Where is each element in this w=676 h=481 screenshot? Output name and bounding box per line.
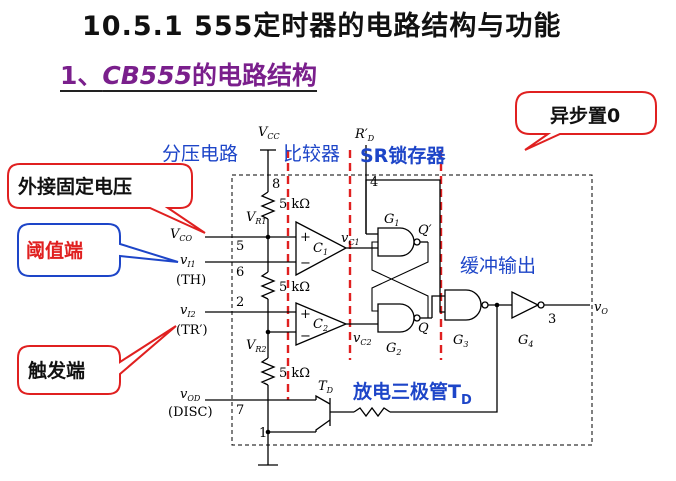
vr2-label: VR2 <box>246 338 267 354</box>
buffer-g4 <box>511 290 540 320</box>
callout-external-voltage <box>7 163 206 234</box>
callout-threshold-text: 阈值端 <box>26 239 83 262</box>
section-subtitle: 1、CB555的电路结构 <box>60 56 317 92</box>
nand-gate-g3 <box>444 289 482 321</box>
resistor-1 <box>260 191 276 220</box>
g2-label: G2 <box>386 341 401 357</box>
subtitle-prefix: 1、 <box>60 61 103 90</box>
pin-4-label: 4 <box>370 175 378 190</box>
subtitle-chip-name: CB555 <box>102 61 192 90</box>
nand-gate-g2 <box>377 303 415 333</box>
pin-6-label: 6 <box>236 265 244 280</box>
pin-7-label: 7 <box>236 403 244 418</box>
vod-label: vOD <box>180 387 201 403</box>
vo-label: vO <box>594 300 608 316</box>
g4-label: G4 <box>518 333 533 349</box>
vc1-label: vC1 <box>341 231 360 247</box>
callout-async-reset <box>515 91 657 151</box>
c1-label: C1 <box>313 241 328 257</box>
td-label: TD <box>318 379 334 395</box>
section-buffer-label: 缓冲输出 <box>460 255 536 277</box>
resistor-2 <box>260 271 276 300</box>
callout-external-voltage-text: 外接固定电压 <box>18 175 132 198</box>
tr-label: (TR′) <box>176 323 208 338</box>
discharge-resistor <box>353 406 391 418</box>
callout-threshold <box>17 223 179 277</box>
pin-2-label: 2 <box>236 295 244 310</box>
page-title: 10.5.1 555定时器的电路结构与功能 <box>82 11 562 42</box>
c2-minus: − <box>300 329 311 344</box>
vcc-label: VCC <box>258 125 280 141</box>
section-discharge-label: 放电三极管TD <box>352 380 472 408</box>
resistor-2-value: 5 kΩ <box>279 280 310 295</box>
q-prime-label: Q′ <box>418 223 432 238</box>
vr1-label: VR1 <box>246 210 267 226</box>
g1-label: G1 <box>384 212 399 228</box>
pin-5-label: 5 <box>236 239 244 254</box>
c1-minus: − <box>300 256 311 271</box>
th-label: (TH) <box>176 273 206 288</box>
vi1-label: vI1 <box>180 253 196 269</box>
pin-3-label: 3 <box>548 312 556 327</box>
nand-gate-g1 <box>377 227 415 257</box>
disc-label: (DISC) <box>168 405 213 420</box>
pin-8-label: 8 <box>272 177 280 192</box>
resistor-3 <box>260 357 276 386</box>
g3-label: G3 <box>453 333 468 349</box>
c2-label: C2 <box>313 317 328 333</box>
section-latch-label: SR锁存器 <box>360 144 446 167</box>
comparator-c2 <box>295 302 348 346</box>
vco-label: VCO <box>170 227 193 243</box>
callout-trigger-text: 触发端 <box>28 359 85 382</box>
section-divider-label: 分压电路 <box>162 143 238 165</box>
vc2-label: vC2 <box>353 331 372 347</box>
q-label: Q <box>418 321 429 336</box>
c2-plus: + <box>300 307 311 322</box>
pin-1-label: 1 <box>259 426 267 441</box>
comparator-c1 <box>295 220 348 277</box>
c1-plus: + <box>300 230 311 245</box>
section-comparator-label: 比较器 <box>283 143 340 165</box>
subtitle-suffix: 的电路结构 <box>192 61 318 90</box>
callout-async-reset-text: 异步置0 <box>550 105 620 127</box>
rd-label: R′D <box>354 127 375 143</box>
vi2-label: vI2 <box>180 303 196 319</box>
resistor-3-value: 5 kΩ <box>279 366 310 381</box>
resistor-1-value: 5 kΩ <box>279 197 310 212</box>
callout-trigger <box>17 325 177 395</box>
